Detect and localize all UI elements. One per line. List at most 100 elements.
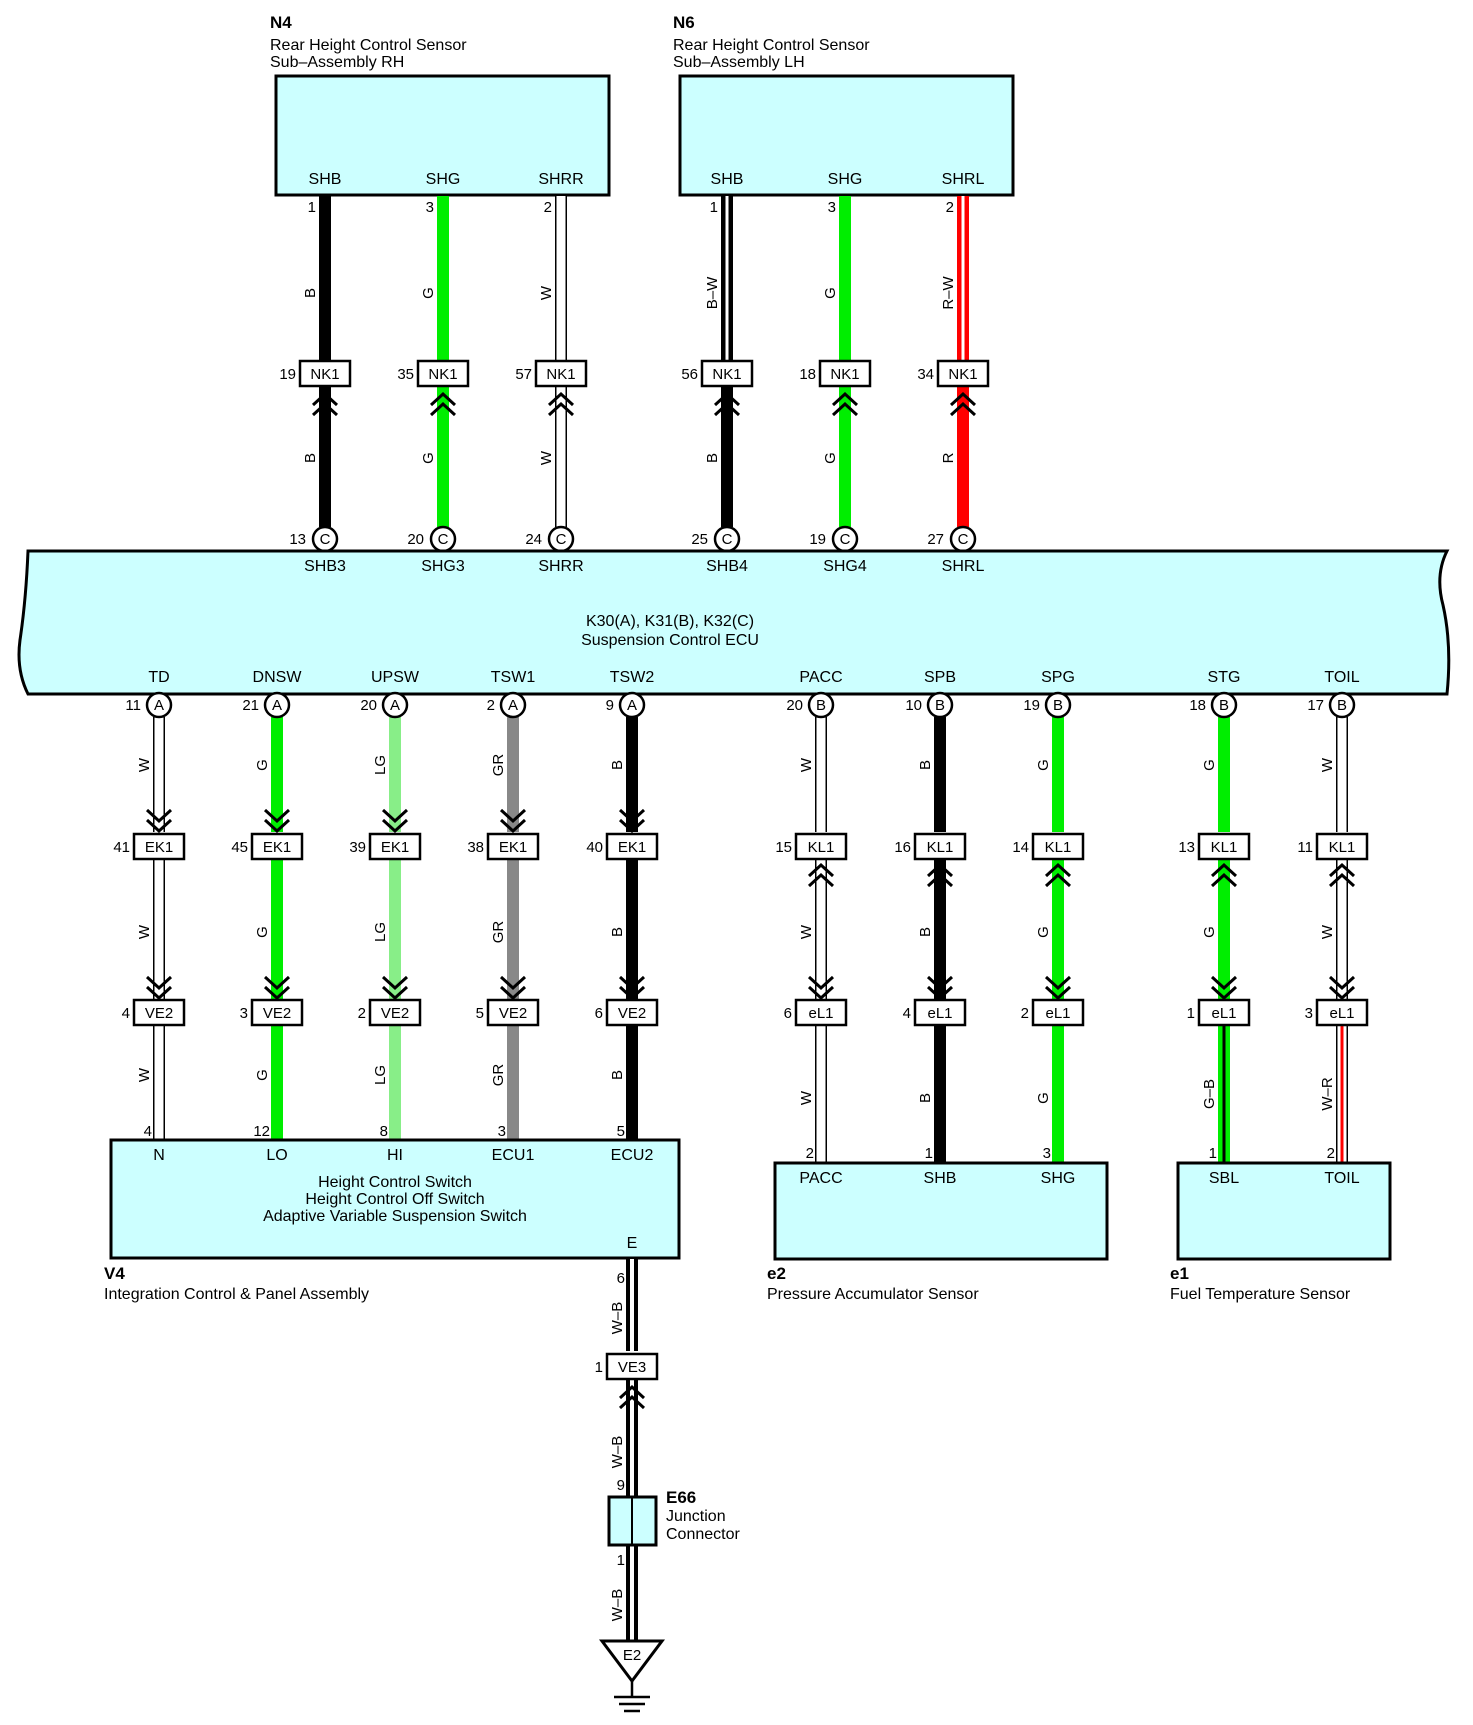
ecu-pin: 25 [691, 531, 708, 548]
n4-body [274, 74, 611, 197]
ground-triangle [599, 1639, 665, 1684]
connector-pin: 3 [1305, 1005, 1313, 1022]
n6-pin-shrl: SHRL [942, 171, 985, 188]
wire-color: W [136, 924, 153, 939]
connector-arrow-icon [807, 862, 835, 888]
connector-pin: 4 [122, 1005, 130, 1022]
nk1-connector [298, 359, 352, 388]
e1-pin-label: SBL [1209, 1170, 1239, 1187]
connector-arrow-icon [1044, 975, 1072, 1001]
e2-id: e2 [767, 1264, 786, 1283]
e66-id: E66 [666, 1488, 696, 1507]
connector-pin: 13 [1178, 839, 1195, 856]
ecu-top-pin: SHB4 [706, 558, 748, 575]
wire-color: B [609, 1070, 626, 1080]
connector-arrow-icon [381, 975, 409, 1001]
wire-color: G [1201, 759, 1218, 771]
connector-arrow-icon [807, 975, 835, 1001]
connector-arrow-icon [547, 391, 575, 417]
top-wire-2: 3 G NK1 35 G C 20 [397, 196, 470, 553]
bottom-right-wires: B 20 W KL1 15 W eL1 6 W 2 B 10 B KL1 1 [775, 691, 1369, 1162]
sensor-pin: 1 [308, 199, 316, 216]
connector-pin: 19 [279, 366, 296, 383]
connector-arrow-icon [1210, 862, 1238, 888]
connector-arrow-icon [381, 808, 409, 834]
bottom-left-wire-2: A 21 G EK1 45 G VE2 3 G 12 [231, 691, 304, 1140]
e66-pin-bottom: 1 [617, 1552, 625, 1569]
connector-name: KL1 [1329, 839, 1356, 856]
sensor-pin: 3 [828, 199, 836, 216]
connector-arrow-icon [618, 808, 646, 834]
e2-pin-label: SHB [924, 1170, 957, 1187]
el1-connector [1315, 998, 1369, 1027]
n4-pin-shb: SHB [309, 171, 342, 188]
ecu-conn-letter: C [958, 531, 969, 548]
ecu-name: Suspension Control ECU [581, 632, 759, 649]
ecu-bottom-pin: STG [1208, 669, 1241, 686]
sensor-pin: 1 [710, 199, 718, 216]
wire-color: GR [490, 1064, 507, 1087]
el1-connector [1031, 998, 1085, 1027]
kl1-connector [1315, 832, 1369, 861]
connector-name: eL1 [927, 1005, 952, 1022]
ek1-connector [132, 832, 186, 861]
ecu-pin: 13 [289, 531, 306, 548]
ecu-conn-letter: B [935, 697, 945, 714]
wire-color: GR [490, 754, 507, 777]
ecu-conn-letter: A [390, 697, 400, 714]
ecu-pin: 19 [809, 531, 826, 548]
n6-body [678, 74, 1015, 197]
connector-name: KL1 [808, 839, 835, 856]
wire-color: G [254, 1069, 271, 1081]
wire-color: R–W [940, 275, 957, 309]
ve2-connector [132, 998, 186, 1027]
ecu-connector-circle [1328, 691, 1356, 719]
ecu-pin: 17 [1307, 697, 1324, 714]
nk1-connector [818, 359, 872, 388]
connector-pin: 5 [476, 1005, 484, 1022]
ecu-conn-letter: B [1337, 697, 1347, 714]
ve2-connector [368, 998, 422, 1027]
ecu-pin: 2 [487, 697, 495, 714]
connector-name: EK1 [381, 839, 409, 856]
wire-color: G [254, 926, 271, 938]
connector-arrow-icon [499, 808, 527, 834]
connector-name: eL1 [808, 1005, 833, 1022]
ve2-connector [605, 998, 659, 1027]
wire-color: W [798, 757, 815, 772]
ground-path: 6 W–B VE3 1 W–B 9 1 E66 Junction Connect… [595, 1259, 740, 1713]
e2-pin-label: PACC [799, 1170, 842, 1187]
n6-sensor: N6 Rear Height Control Sensor Sub–Assemb… [673, 13, 1015, 197]
connector-name: EK1 [499, 839, 527, 856]
connector-name: NK1 [428, 366, 457, 383]
top-wire-4: 1 B–W NK1 56 B C 25 [681, 196, 754, 553]
n6-id: N6 [673, 13, 695, 32]
ecu-connector-circle [145, 691, 173, 719]
connector-name: VE2 [263, 1005, 291, 1022]
connector-name: NK1 [310, 366, 339, 383]
connector-pin: 1 [1187, 1005, 1195, 1022]
connector-pin: 1 [595, 1359, 603, 1376]
wire-color: W [1319, 757, 1336, 772]
ve2-connector [250, 998, 304, 1027]
top-wire-5: 3 G NK1 18 G C 19 [799, 196, 872, 553]
connector-arrow-icon [499, 975, 527, 1001]
n4-name-line1: Rear Height Control Sensor [270, 37, 467, 54]
ecu-connector-circle [926, 691, 954, 719]
ecu-pin: 18 [1189, 697, 1206, 714]
kl1-connector [1031, 832, 1085, 861]
connector-pin: 45 [231, 839, 248, 856]
connector-arrow-icon [618, 975, 646, 1001]
ecu-top-pin: SHRL [942, 558, 985, 575]
ecu-conn-letter: B [1219, 697, 1229, 714]
connector-pin: 57 [515, 366, 532, 383]
connector-name: EK1 [263, 839, 291, 856]
connector-arrow-icon [145, 808, 173, 834]
connector-pin: 6 [595, 1005, 603, 1022]
connector-pin: 4 [903, 1005, 911, 1022]
wire-color: W [136, 757, 153, 772]
v4-ground-pin-number: 6 [617, 1270, 625, 1287]
n4-pin-shrr: SHRR [538, 171, 583, 188]
wire-color: G [1035, 926, 1052, 938]
connector-pin: 2 [1021, 1005, 1029, 1022]
